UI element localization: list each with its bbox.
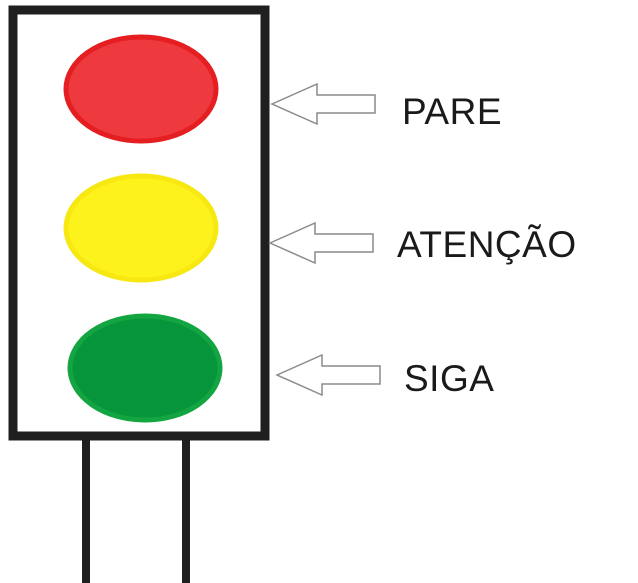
red-light — [63, 34, 219, 144]
label-stop: PARE — [402, 91, 503, 132]
traffic-light-pole — [82, 432, 190, 583]
arrow-left-outline-icon — [275, 353, 381, 397]
green-light — [67, 313, 223, 423]
arrow-left-outline-icon — [268, 221, 374, 265]
label-go: SIGA — [404, 358, 495, 399]
yellow-light — [63, 173, 219, 283]
label-attention: ATENÇÃO — [397, 224, 577, 265]
arrow-left-outline-icon — [270, 82, 376, 126]
